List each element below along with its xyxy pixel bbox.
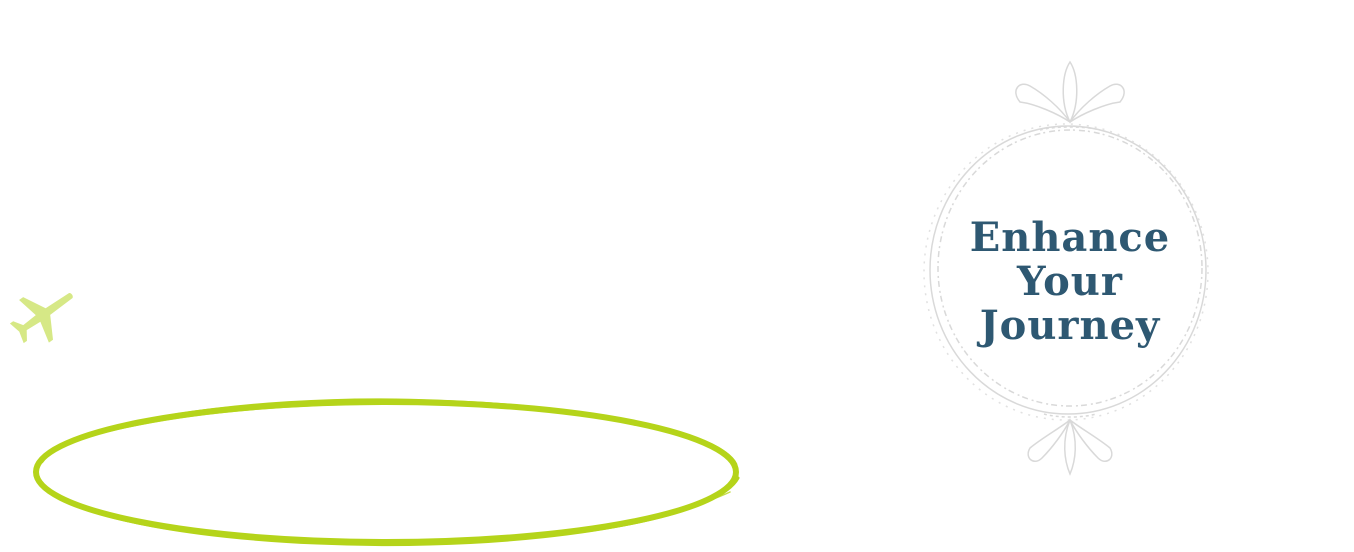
- badge-title: Enhance Your Journey: [950, 216, 1190, 348]
- green-scribble-ellipse: [33, 398, 740, 547]
- badge-title-line-2: Your: [1017, 258, 1123, 305]
- ornamental-circle-badge: [923, 60, 1209, 476]
- badge-title-line-3: Journey: [979, 302, 1161, 349]
- enhance-journey-badge: Enhance Your Journey: [920, 56, 1220, 480]
- airplane-icon: [9, 293, 73, 344]
- badge-title-line-1: Enhance: [969, 214, 1171, 261]
